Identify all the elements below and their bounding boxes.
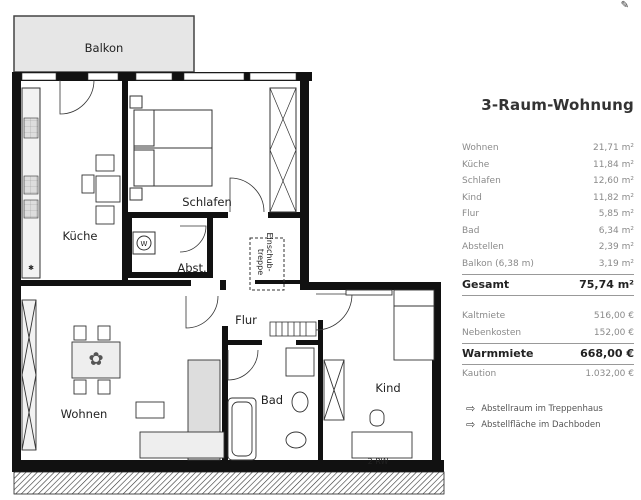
balcony: Balkon bbox=[13, 15, 195, 73]
balkon-label: Balkon bbox=[85, 41, 124, 55]
abst-label: Abst. bbox=[177, 261, 206, 275]
bed bbox=[129, 95, 213, 201]
einschub-label-1: Einschub- bbox=[265, 232, 274, 271]
abst-door bbox=[179, 225, 207, 253]
boiler: W bbox=[132, 231, 156, 255]
schlafen-label: Schlafen bbox=[182, 195, 232, 209]
einschubtreppe bbox=[249, 237, 285, 291]
bad-door bbox=[227, 349, 259, 381]
notes-list: ⇨Abstellraum im Treppenhaus ⇨Abstellfläc… bbox=[466, 401, 634, 433]
right-wall-cabinet bbox=[269, 87, 297, 213]
bad-label: Bad bbox=[261, 393, 283, 407]
arrow-right-icon: ⇨ bbox=[466, 417, 476, 431]
flur-door-left bbox=[185, 295, 219, 329]
svg-text:✱: ✱ bbox=[28, 264, 34, 272]
coat-rack bbox=[269, 321, 317, 337]
area-row: Balkon (6,38 m)3,19 m² bbox=[462, 258, 634, 269]
top-windows bbox=[21, 72, 297, 81]
bottom-facade bbox=[13, 471, 445, 495]
einschub-label-2: treppe bbox=[256, 249, 265, 275]
plant-icon: ✿ bbox=[88, 349, 103, 370]
wohnen-furniture bbox=[21, 299, 225, 461]
kitchen-counter: ✱ bbox=[21, 87, 41, 279]
schlafen-door bbox=[229, 177, 265, 213]
interior-walls bbox=[21, 80, 323, 460]
note-item: ⇨Abstellraum im Treppenhaus bbox=[466, 401, 603, 415]
boiler-label: W bbox=[141, 240, 148, 248]
rw-label: 2 RW bbox=[368, 457, 389, 466]
wohnen-label: Wohnen bbox=[61, 407, 108, 421]
flur-label: Flur bbox=[235, 313, 257, 327]
note-item: ⇨Abstellfläche im Dachboden bbox=[466, 417, 601, 431]
bad-fixtures bbox=[227, 347, 315, 461]
kitchen-door bbox=[59, 79, 95, 115]
kitchen-table bbox=[81, 154, 121, 225]
kind-label: Kind bbox=[375, 381, 400, 395]
arrow-right-icon: ⇨ bbox=[466, 401, 476, 415]
pencil-icon: ✎ bbox=[620, 0, 629, 11]
kueche-label: Küche bbox=[63, 229, 98, 243]
flur-door-right bbox=[315, 293, 353, 331]
kind-furniture bbox=[323, 289, 435, 459]
apartment-title: 3-Raum-Wohnung bbox=[481, 96, 634, 114]
